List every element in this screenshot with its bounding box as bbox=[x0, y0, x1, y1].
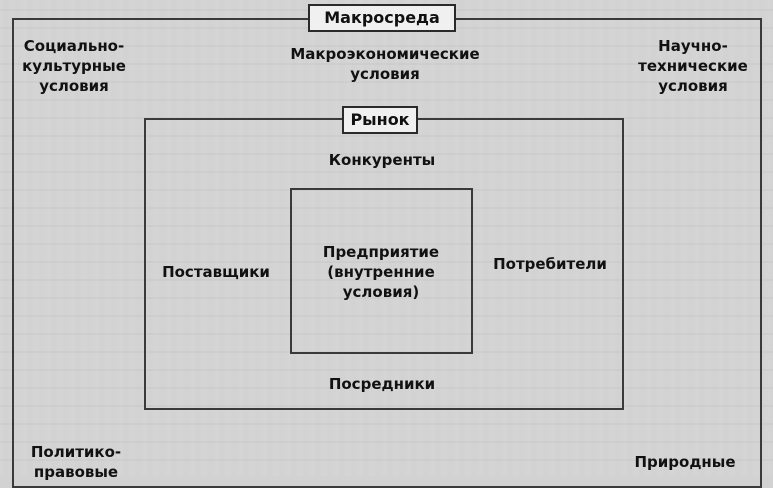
macroeconomic-conditions-label: Макроэкономические условия bbox=[290, 45, 480, 83]
intermediaries-label: Посредники bbox=[328, 375, 436, 393]
social-cultural-conditions-label: Социально- культурные условия bbox=[22, 37, 126, 95]
competitors-label: Конкуренты bbox=[328, 151, 436, 169]
enterprise-label: Предприятие (внутренние условия) bbox=[322, 243, 440, 301]
natural-conditions-label: Природные bbox=[634, 453, 736, 471]
suppliers-label: Поставщики bbox=[162, 263, 270, 281]
enterprise-frame bbox=[290, 188, 473, 354]
market-title: Рынок bbox=[342, 106, 418, 134]
macro-environment-title: Макросреда bbox=[308, 4, 456, 32]
consumers-label: Потребители bbox=[493, 255, 607, 273]
political-legal-conditions-label: Политико- правовые bbox=[30, 443, 122, 481]
scanned-page-background bbox=[0, 0, 773, 476]
scientific-technical-conditions-label: Научно- технические условия bbox=[638, 37, 748, 95]
